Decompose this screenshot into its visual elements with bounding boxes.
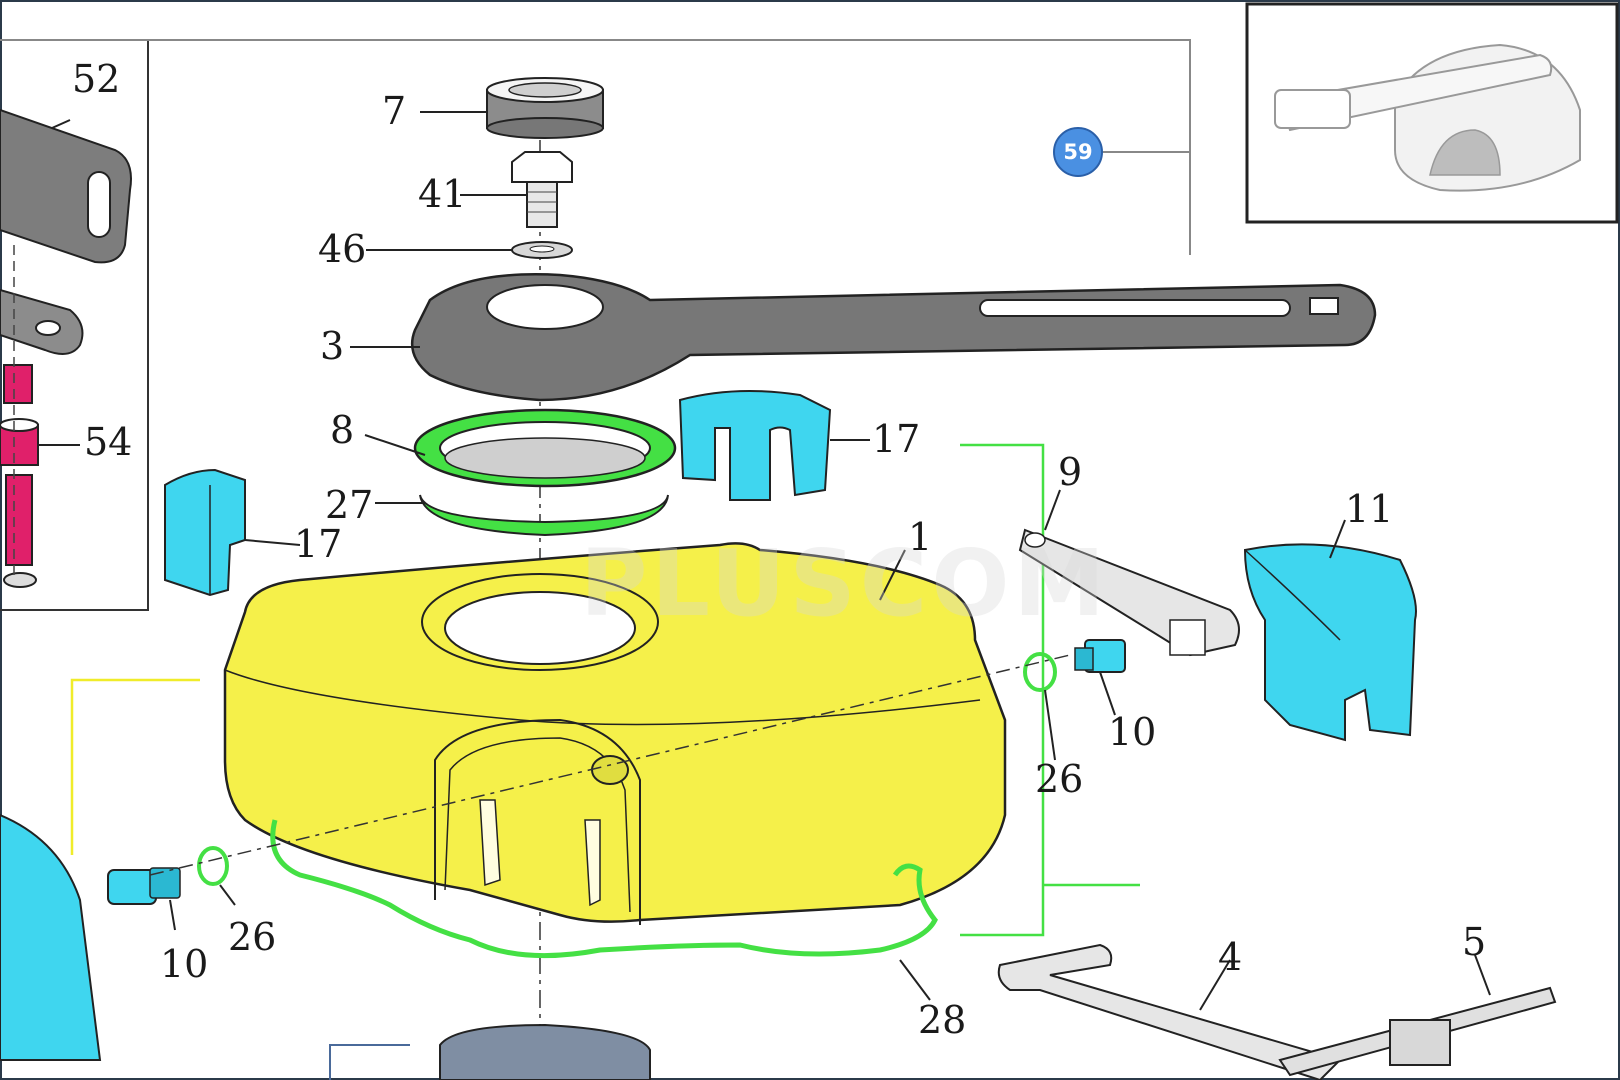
part-10-spindle-right: [1074, 639, 1126, 673]
callout-badge-59[interactable]: 59: [1053, 127, 1103, 177]
part-8-ring: [413, 408, 677, 488]
leader-52: [51, 119, 71, 129]
leader-26b: [1044, 689, 1056, 761]
part-52-bracket: [0, 108, 132, 264]
leader-9: [1044, 489, 1061, 531]
part-26-oring-right: [1023, 652, 1057, 692]
part-54-nut-upper: [3, 364, 33, 404]
callout-28: 28: [918, 998, 966, 1042]
callout-17-left: 17: [294, 522, 342, 566]
part-1-housing: [223, 542, 1007, 925]
callout-27: 27: [325, 483, 373, 527]
part-17-clip-left: [164, 468, 246, 597]
leader-17a: [244, 539, 301, 546]
bottom-bushing: [439, 1023, 651, 1080]
callout-46: 46: [318, 227, 366, 271]
callout-7: 7: [382, 89, 406, 133]
callout-54: 54: [84, 420, 132, 464]
leader-28: [899, 959, 931, 1001]
thumbnail-block: [1274, 89, 1351, 129]
callout-26-left: 26: [228, 915, 276, 959]
part-10-spindle-left: [107, 867, 181, 905]
bottom-bracket: [329, 1044, 410, 1080]
left-subassembly: [0, 39, 149, 611]
part-9-link: [1018, 528, 1240, 657]
leader-5: [1474, 954, 1491, 996]
callout-17-upper: 17: [872, 417, 920, 461]
watermark: PLUSCOM: [580, 530, 1109, 637]
badge-label: 59: [1063, 140, 1092, 164]
leader-1: [879, 549, 906, 601]
callout-26-right: 26: [1035, 757, 1083, 801]
thumbnail-shroud: [1429, 129, 1501, 176]
left-edge-cover: [0, 813, 102, 1061]
leader-4: [1199, 959, 1231, 1011]
callout-1: 1: [908, 515, 932, 559]
callout-41: 41: [418, 172, 466, 216]
cross-axis-line: [149, 654, 1071, 876]
callout-52: 52: [72, 57, 120, 101]
badge-circle: [1053, 127, 1103, 177]
part-52-slot: [87, 171, 111, 238]
callout-8: 8: [330, 408, 354, 452]
part-27-ring: [419, 494, 669, 537]
part-11-shroud: [1243, 543, 1417, 742]
leader-10b: [1099, 671, 1116, 716]
leader-8: [364, 434, 426, 456]
part-46-washer: [511, 241, 573, 259]
group-bracket-yellow: [70, 678, 200, 855]
part-26-oring-left: [197, 846, 229, 886]
callout-10-left: 10: [160, 942, 208, 986]
leader-11: [1329, 519, 1346, 559]
part-54-nut-top: [0, 418, 39, 432]
callout-9: 9: [1058, 450, 1082, 494]
group-bracket-59: [0, 39, 1191, 255]
part-54-rod: [5, 474, 33, 566]
part-54-base: [3, 572, 37, 588]
thumbnail-inset: [1245, 2, 1619, 224]
part-7-bushing: [486, 77, 604, 139]
callout-11: 11: [1345, 487, 1393, 531]
part-17-clip-upper: [678, 390, 832, 501]
callout-5: 5: [1462, 920, 1486, 964]
leader-26a: [219, 884, 236, 906]
callout-10-right: 10: [1108, 710, 1156, 754]
callout-3: 3: [320, 324, 344, 368]
leader-10a: [169, 899, 176, 931]
part-5-rod: [1278, 986, 1557, 1077]
part-41-bolt: [511, 151, 573, 228]
part-52-hole: [35, 320, 61, 336]
part-3-lever-arm: [410, 273, 1377, 402]
callout-4: 4: [1218, 935, 1242, 979]
part-28-gasket: [270, 819, 938, 959]
